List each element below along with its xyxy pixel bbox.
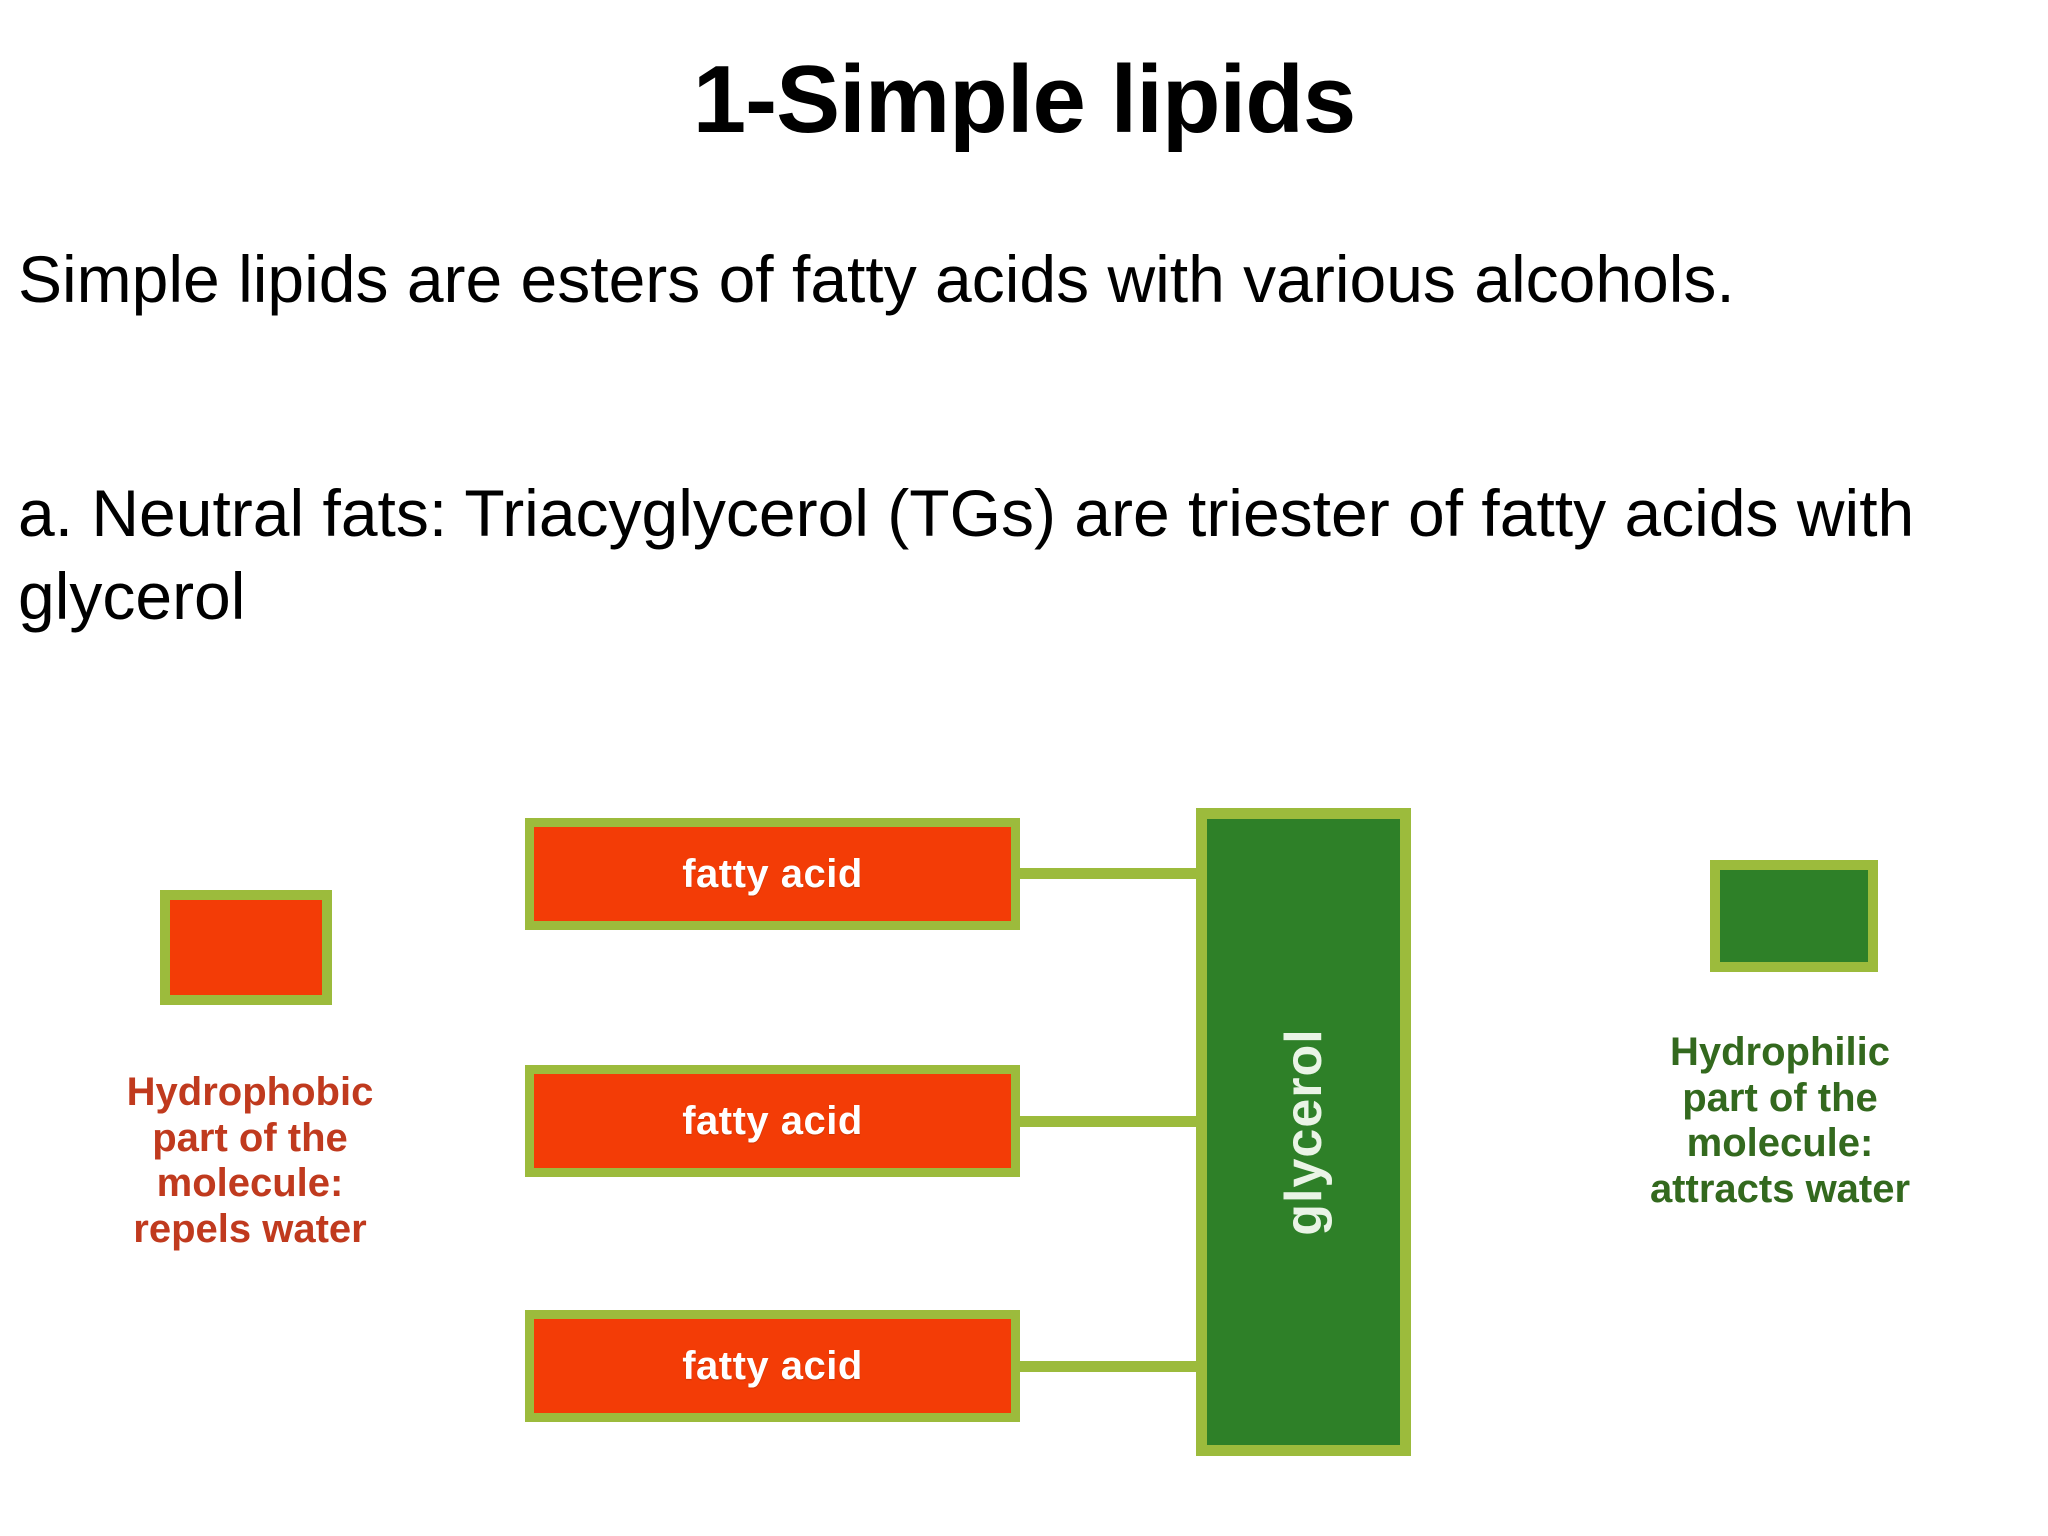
triglyceride-diagram: Hydrophobic part of the molecule: repels… xyxy=(0,780,2048,1480)
body-paragraph-1: Simple lipids are esters of fatty acids … xyxy=(18,242,1735,316)
glycerol-label: glycerol xyxy=(1274,1028,1333,1236)
fatty-acid-box-2: fatty acid xyxy=(525,1065,1020,1177)
connector-line-1 xyxy=(1018,868,1203,879)
hydrophilic-color-swatch xyxy=(1710,860,1878,972)
fatty-acid-label-3: fatty acid xyxy=(682,1343,863,1388)
hydrophobic-color-swatch xyxy=(160,890,332,1005)
connector-line-2 xyxy=(1018,1116,1203,1127)
fatty-acid-label-2: fatty acid xyxy=(682,1098,863,1143)
fatty-acid-label-1: fatty acid xyxy=(682,851,863,896)
body-paragraph-2: a. Neutral fats: Triacyglycerol (TGs) ar… xyxy=(18,476,1915,634)
fatty-acid-box-3: fatty acid xyxy=(525,1310,1020,1422)
hydrophobic-legend-label: Hydrophobic part of the molecule: repels… xyxy=(126,1070,374,1251)
fatty-acid-box-1: fatty acid xyxy=(525,818,1020,930)
glycerol-box: glycerol xyxy=(1196,808,1411,1456)
hydrophilic-legend-label: Hydrophilic part of the molecule: attrac… xyxy=(1649,1030,1911,1211)
page-title: 1-Simple lipids xyxy=(692,46,1356,153)
connector-line-3 xyxy=(1018,1361,1203,1372)
